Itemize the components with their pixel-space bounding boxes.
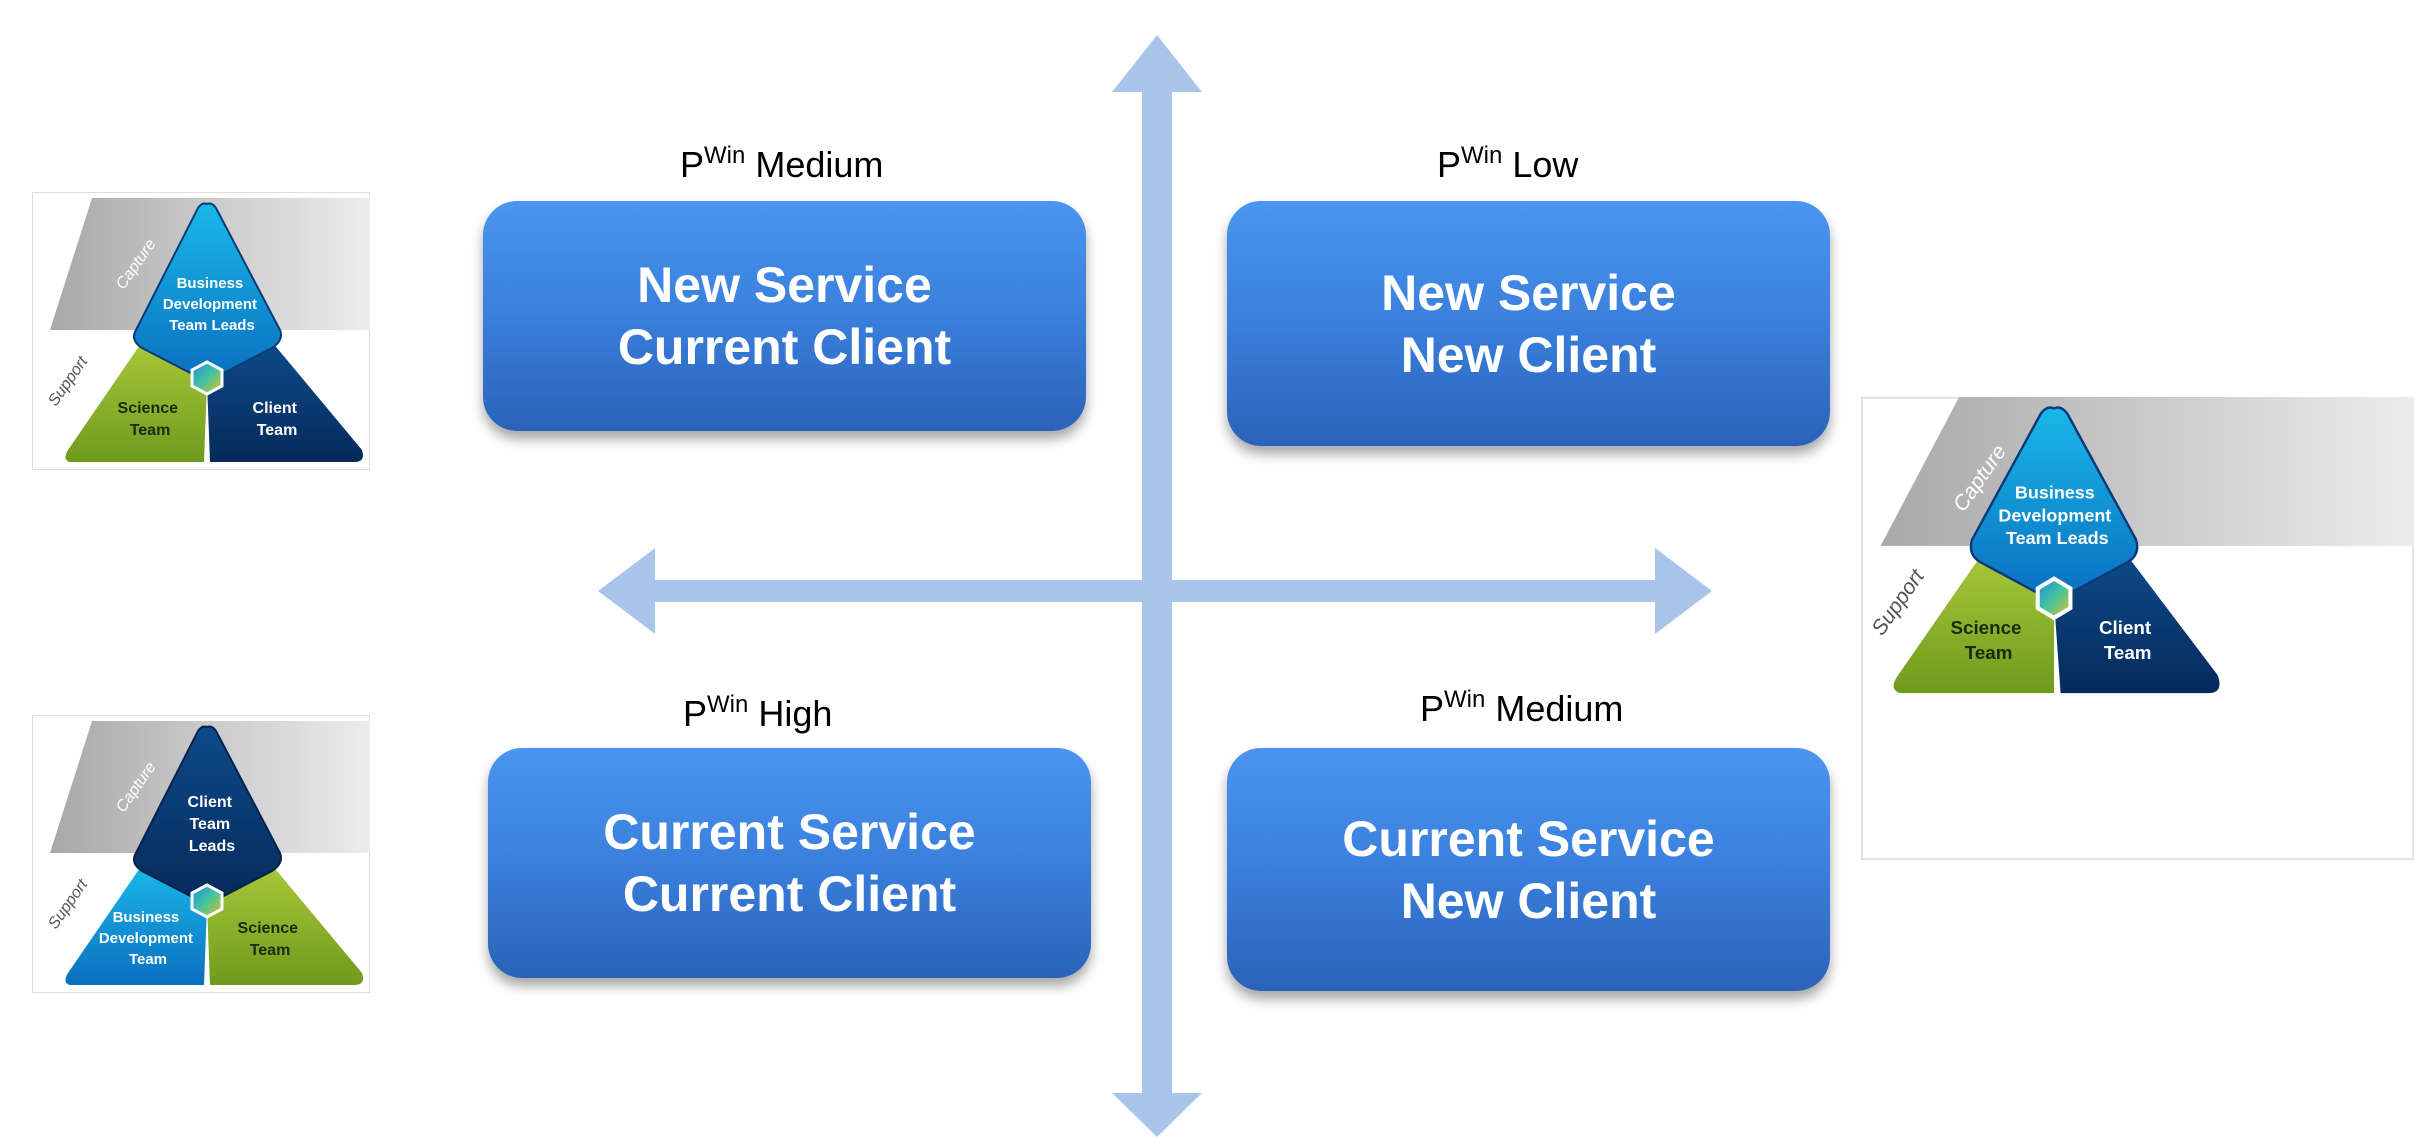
top-line3: Leads <box>189 838 235 855</box>
quadrant-title-line1: New Service <box>1381 264 1676 321</box>
bd-team-segment <box>65 865 207 985</box>
svg-text:Client Team: Client Team <box>2099 617 2156 663</box>
svg-text:Business Development T: Business Development Team Leads <box>163 275 261 334</box>
svg-text:Science Team: Science Team <box>238 920 303 959</box>
quadrant-title-line2: Current Client <box>617 319 952 375</box>
right-line2: Team <box>257 422 298 439</box>
left-line3: Team <box>129 951 167 968</box>
science-team-segment <box>1893 554 2055 694</box>
left-line2: Team <box>130 422 171 439</box>
top-line2: Development <box>1998 505 2111 525</box>
right-line2: Team <box>250 942 291 959</box>
left-line1: Business <box>113 909 180 926</box>
left-line1: Science <box>1950 617 2021 638</box>
right-line2: Team <box>2104 642 2152 663</box>
top-line2: Development <box>163 296 257 313</box>
team-diagram-bd-lead-large: Capture Support Business Development Tea… <box>1861 397 2414 860</box>
quadrant-new-service-new-client: New Service New Client <box>1227 201 1830 446</box>
left-line2: Team <box>1965 642 2013 663</box>
top-line1: Business <box>177 275 244 292</box>
client-team-segment <box>207 342 363 462</box>
axis-arrow-up <box>1112 35 1202 92</box>
axis-arrow-left <box>598 548 655 634</box>
top-line1: Client <box>188 794 233 811</box>
science-team-segment <box>207 865 363 985</box>
left-line2: Development <box>99 930 193 947</box>
hub-hexagon-icon <box>190 883 224 919</box>
svg-text:Science Team: Science Team <box>1950 617 2026 663</box>
client-team-segment <box>2054 554 2220 694</box>
quadrant-title-line1: New Service <box>637 257 932 313</box>
quadrant-title-line2: New Client <box>1400 326 1657 383</box>
axis-arrow-down <box>1112 1093 1202 1137</box>
svg-text:Science Team: Science Team <box>118 400 183 439</box>
top-line1: Business <box>2015 482 2095 502</box>
right-line1: Client <box>253 400 298 417</box>
svg-text:Business Development T: Business Development Team Leads <box>1998 482 2116 548</box>
quadrant-current-service-new-client: Current Service New Client <box>1227 748 1830 991</box>
quadrant-title-line2: Current Client <box>622 866 957 922</box>
hub-hexagon-icon <box>2035 576 2073 621</box>
svg-text:Client Team Leads: Client Team Leads <box>188 794 237 855</box>
quadrant-title-line1: Current Service <box>603 804 976 860</box>
top-line3: Team Leads <box>169 317 255 334</box>
top-line3: Team Leads <box>2006 528 2109 548</box>
quadrant-new-service-current-client: New Service Current Client <box>483 201 1086 431</box>
top-line2: Team <box>189 816 230 833</box>
svg-text:Business Development T: Business Development Team <box>99 909 197 968</box>
right-line1: Science <box>238 920 299 937</box>
team-diagram-bd-lead: Capture Support Business Development Tea… <box>32 192 370 470</box>
svg-text:Client Team: Client Team <box>253 400 302 439</box>
hub-hexagon-icon <box>190 360 224 396</box>
horizontal-axis <box>640 580 1660 602</box>
quadrant-title-line1: Current Service <box>1342 810 1715 867</box>
science-team-segment <box>65 342 207 462</box>
axis-arrow-right <box>1655 548 1712 634</box>
right-line1: Client <box>2099 617 2152 638</box>
quadrant-current-service-current-client: Current Service Current Client <box>488 748 1091 978</box>
left-line1: Science <box>118 400 179 417</box>
team-diagram-client-lead: Capture Support Client Team Leads Busine… <box>32 715 370 993</box>
capture-band <box>1880 397 2414 546</box>
quadrant-title-line2: New Client <box>1400 872 1657 929</box>
